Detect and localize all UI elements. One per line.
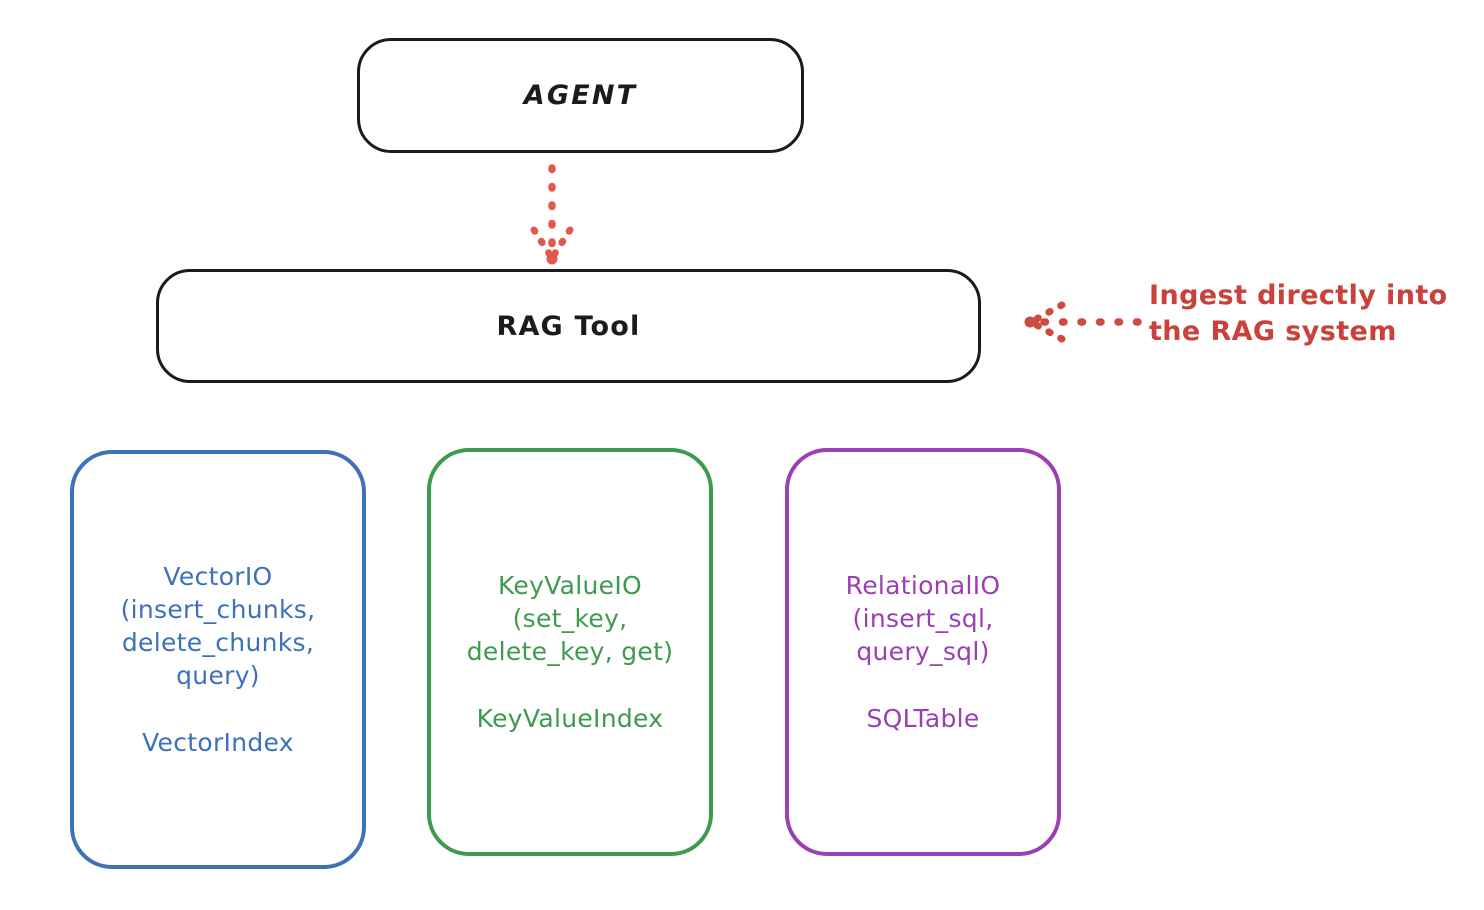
- node-vector-io-index-label: VectorIndex: [142, 728, 294, 757]
- node-relational-io-api-label: RelationalIO (insert_sql, query_sql): [845, 571, 1001, 666]
- node-relational-io[interactable]: RelationalIO (insert_sql, query_sql) SQL…: [785, 448, 1061, 856]
- node-key-value-io-api-label: KeyValueIO (set_key, delete_key, get): [466, 571, 674, 666]
- node-agent-label: AGENT: [523, 80, 638, 111]
- node-relational-io-index-label: SQLTable: [866, 704, 980, 733]
- annotation-ingest-directly: Ingest directly into the RAG system: [1149, 280, 1448, 347]
- node-rag-tool-label: RAG Tool: [496, 310, 641, 342]
- node-key-value-io[interactable]: KeyValueIO (set_key, delete_key, get) Ke…: [427, 448, 713, 856]
- node-vector-io[interactable]: VectorIO (insert_chunks, delete_chunks, …: [70, 450, 366, 869]
- node-vector-io-api-label: VectorIO (insert_chunks, delete_chunks, …: [120, 562, 316, 690]
- connector-agent-to-rag-tool: [530, 164, 574, 265]
- node-key-value-io-index-label: KeyValueIndex: [476, 704, 664, 733]
- node-agent[interactable]: AGENT: [357, 38, 804, 153]
- connector-ingest-to-rag-tool: [1024, 301, 1142, 343]
- node-rag-tool[interactable]: RAG Tool: [156, 269, 981, 383]
